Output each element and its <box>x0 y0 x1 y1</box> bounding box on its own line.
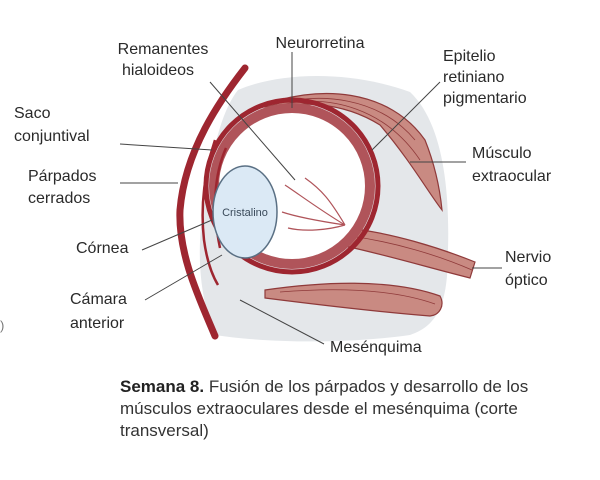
conjunctival-sac <box>201 139 220 286</box>
cornea-label: Córnea <box>76 240 129 257</box>
closed-eyelids-label-1: Párpados <box>28 168 97 185</box>
hyaloid-remnants-label-2: hialoideos <box>122 62 194 79</box>
conjunctival-sac-label-2: conjuntival <box>14 128 90 145</box>
extraocular-muscle-lower <box>264 282 443 317</box>
anterior-chamber-label-2: anterior <box>70 315 125 332</box>
neural-retina-label: Neurorretina <box>276 35 365 52</box>
conjunctival-sac-label-1: Saco <box>14 105 51 122</box>
optic-nerve-label-1: Nervio <box>505 249 551 266</box>
caption-text: Fusión de los párpados y desarrollo de l… <box>120 377 529 440</box>
stray-mark: ) <box>0 318 5 333</box>
extraocular-muscle-label-1: Músculo <box>472 145 532 162</box>
caption-bold: Semana 8. <box>120 377 205 396</box>
anterior-chamber-label-1: Cámara <box>70 291 127 308</box>
hyaloid-remnants-label-1: Remanentes <box>118 41 209 58</box>
closed-eyelids <box>176 64 249 340</box>
closed-eyelids-label-2: cerrados <box>28 190 90 207</box>
extraocular-muscle-label-2: extraocular <box>472 168 552 185</box>
eye-diagram: Cristalino Remanentes hialoideos Neurorr… <box>14 35 552 356</box>
lens-label: Cristalino <box>222 207 268 219</box>
optic-nerve-label-2: óptico <box>505 272 548 289</box>
pigment-epithelium-label-1: Epitelio <box>443 48 496 65</box>
lens <box>212 165 278 259</box>
hyaloid-remnants <box>281 177 346 231</box>
extraocular-muscle-upper <box>254 93 443 212</box>
figure-caption: Semana 8. Fusión de los párpados y desar… <box>120 376 580 442</box>
mesenchyme-label: Mesénquima <box>330 339 422 356</box>
pigment-epithelium-label-3: pigmentario <box>443 90 527 107</box>
pigment-epithelium-label-2: retiniano <box>443 69 504 86</box>
